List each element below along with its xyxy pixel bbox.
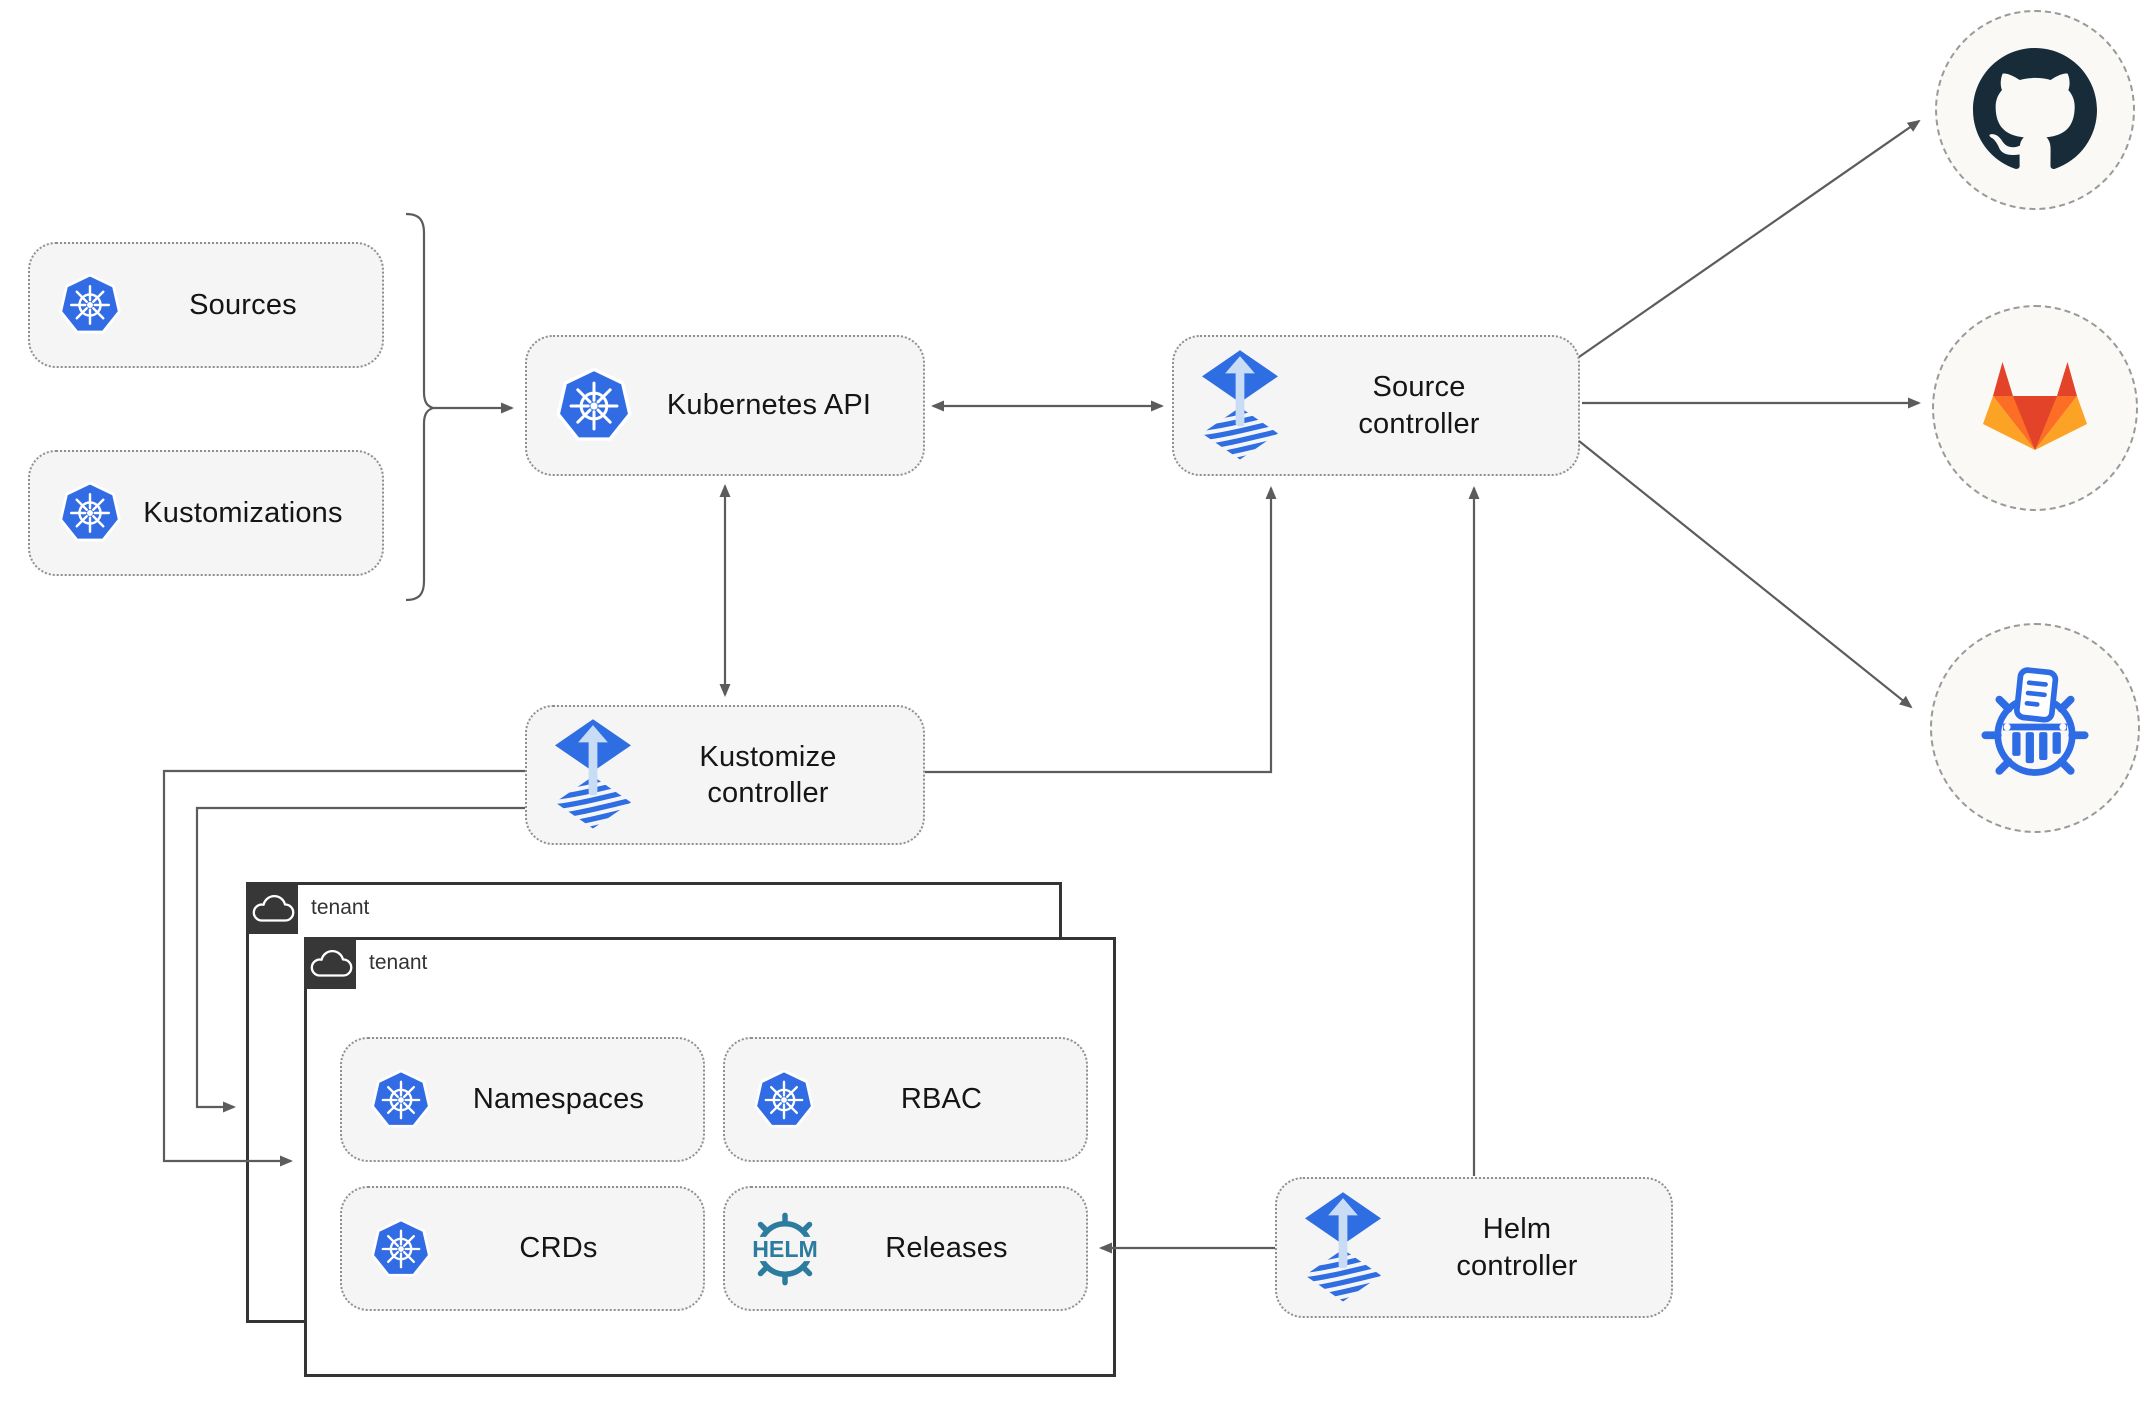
node-kubernetes-api: Kubernetes API — [525, 335, 925, 476]
node-sources-label: Sources — [189, 288, 297, 321]
edge-sourcectrl-harbor — [1578, 440, 1913, 709]
node-rbac-label: RBAC — [900, 1083, 983, 1116]
node-kustomizations: Kustomizations — [28, 450, 384, 576]
node-crds: CRDs — [340, 1186, 705, 1311]
tenant-inner-header — [304, 937, 356, 989]
node-kubernetes-api-label: Kubernetes API — [666, 389, 872, 422]
kubernetes-icon — [753, 1069, 815, 1130]
kubernetes-icon — [555, 367, 633, 444]
edge-sourcectrl-github — [1578, 119, 1921, 358]
node-crds-label: CRDs — [519, 1232, 598, 1265]
flux-icon — [555, 719, 631, 831]
external-gitlab — [1932, 305, 2138, 511]
external-harbor — [1930, 623, 2140, 833]
node-kustomize-controller: Kustomize controller — [525, 705, 925, 845]
node-helm-controller: Helm controller — [1275, 1177, 1673, 1318]
external-github — [1935, 10, 2135, 210]
node-helm-controller-label: Helm controller — [1456, 1213, 1578, 1282]
node-rbac: RBAC — [723, 1037, 1088, 1162]
flux-icon — [1305, 1192, 1381, 1304]
flux-icon — [1202, 350, 1278, 462]
tenant-outer-header — [246, 882, 298, 934]
kubernetes-icon — [58, 482, 122, 544]
node-releases-label: Releases — [885, 1232, 1008, 1265]
node-source-controller: Source controller — [1172, 335, 1580, 476]
node-namespaces-label: Namespaces — [472, 1083, 645, 1116]
node-namespaces: Namespaces — [340, 1037, 705, 1162]
github-octocat-icon — [1973, 48, 2097, 169]
node-sources: Sources — [28, 242, 384, 368]
harbor-registry-icon — [1981, 667, 2089, 776]
gitlab-tanuki-icon — [1983, 362, 2087, 450]
kubernetes-icon — [58, 274, 122, 336]
kubernetes-icon — [370, 1218, 432, 1279]
node-kustomize-controller-label: Kustomize controller — [699, 740, 837, 809]
node-kustomizations-label: Kustomizations — [143, 496, 343, 529]
helm-wheel-icon: HELM — [745, 1209, 825, 1289]
tenant-outer-label: tenant — [311, 896, 370, 919]
edge-bracket — [405, 212, 437, 602]
cloud-icon — [252, 894, 295, 922]
node-source-controller-label: Source controller — [1358, 371, 1480, 440]
tenant-inner-label: tenant — [369, 951, 428, 974]
helm-logo-text: HELM — [752, 1235, 818, 1261]
cloud-icon — [310, 949, 353, 977]
edge-kustomizectrl-sourcectrl — [925, 486, 1277, 774]
kubernetes-icon — [370, 1069, 432, 1130]
node-releases: HELM Releases — [723, 1186, 1088, 1311]
